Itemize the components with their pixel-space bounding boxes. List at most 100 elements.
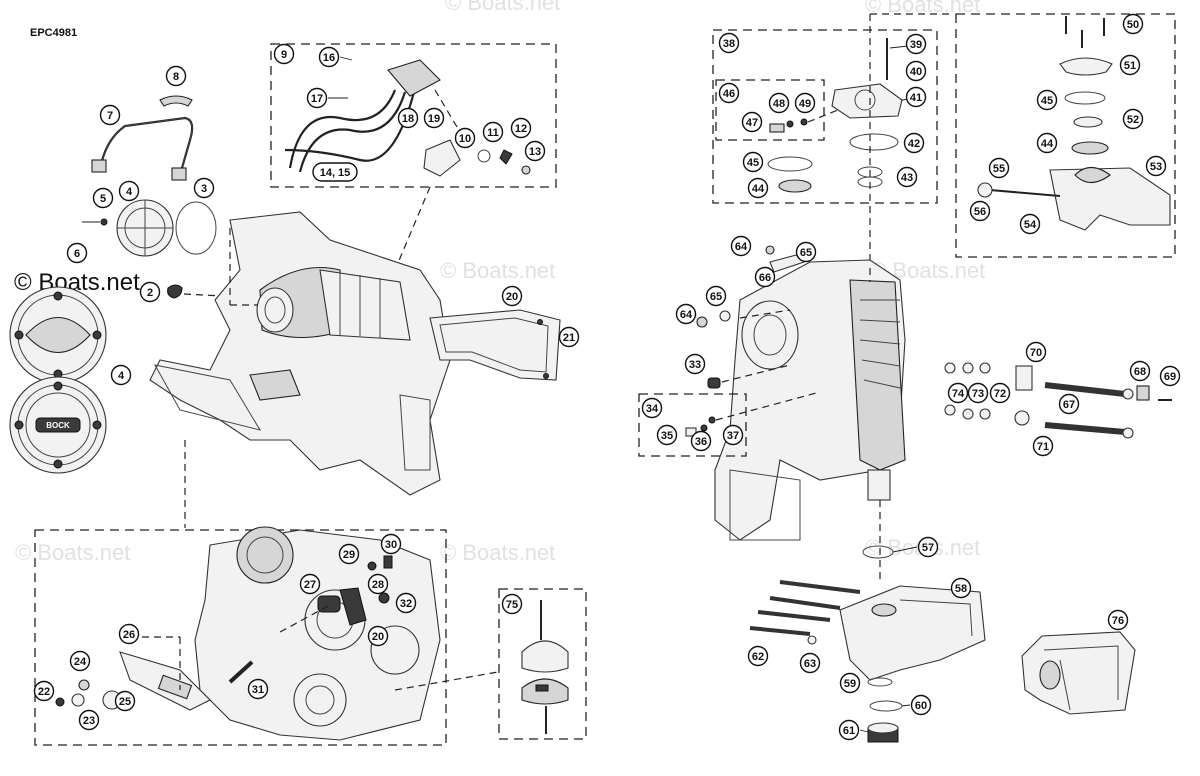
callout-label: 62 <box>752 651 764 663</box>
cover-4-large-bottom: BOCK <box>9 376 107 474</box>
bearings-42-45-44-43 <box>767 133 899 193</box>
callout-bubble <box>118 180 140 202</box>
callout-label: 71 <box>1037 441 1049 453</box>
callout-c19: 19 <box>423 107 445 129</box>
callout-c4a: 4 <box>118 180 140 202</box>
callout-bubble <box>69 650 91 672</box>
callout-bubble <box>1122 13 1144 35</box>
callout-label: 54 <box>1024 219 1037 231</box>
callout-label: 52 <box>1127 114 1139 126</box>
pivot-pins-67-74 <box>944 362 1172 439</box>
callout-label: 66 <box>759 272 771 284</box>
callout-label: 63 <box>804 658 816 670</box>
callout-bubble <box>380 533 402 555</box>
callout-label: 4 <box>118 370 125 382</box>
callout-c54: 54 <box>1019 213 1041 235</box>
cover-4-large-top <box>9 286 107 384</box>
callout-c63: 63 <box>799 652 821 674</box>
callout-c50: 50 <box>1122 13 1144 35</box>
callout-label: 68 <box>1134 366 1146 378</box>
callout-label: 70 <box>1030 347 1042 359</box>
callout-label: 27 <box>304 579 316 591</box>
callout-c43: 43 <box>896 166 918 188</box>
callout-label: 19 <box>428 113 440 125</box>
callout-label: 4 <box>126 186 133 198</box>
group-box-38 <box>712 29 938 204</box>
callout-bubble <box>110 364 132 386</box>
callout-label: 37 <box>727 430 739 442</box>
callout-bubble <box>454 127 476 149</box>
callout-bubble <box>501 593 523 615</box>
callout-label: 35 <box>661 430 673 442</box>
callout-c69: 69 <box>1159 365 1181 387</box>
callout-c64b: 64 <box>675 303 697 325</box>
callout-bubble <box>1159 365 1181 387</box>
callout-label: 6 <box>74 248 80 260</box>
callout-bubble <box>118 623 140 645</box>
callout-bubble <box>1107 609 1129 631</box>
callout-label: 2 <box>147 287 153 299</box>
callout-c58: 58 <box>950 577 972 599</box>
callout-label: 64 <box>735 241 748 253</box>
hose-assembly-7 <box>91 116 194 181</box>
screw-5-6 <box>82 218 108 226</box>
callout-label: 20 <box>506 291 518 303</box>
callout-bubble <box>306 87 328 109</box>
callout-c7: 7 <box>99 104 121 126</box>
callout-c28: 28 <box>367 573 389 595</box>
callout-bubble <box>838 719 860 741</box>
seal-ring-3 <box>175 201 217 255</box>
callout-c46: 46 <box>718 82 740 104</box>
callout-bubble <box>1025 341 1047 363</box>
transmission-housing-lower <box>194 526 441 741</box>
callout-label: 59 <box>844 678 856 690</box>
callout-label: 14, 15 <box>320 167 351 179</box>
callout-bubble <box>247 678 269 700</box>
callout-c60: 60 <box>910 694 932 716</box>
callout-c62: 62 <box>747 645 769 667</box>
callout-c48: 48 <box>768 92 790 114</box>
callout-bubble <box>705 285 727 307</box>
callout-bubble <box>917 536 939 558</box>
callout-label: 10 <box>459 133 471 145</box>
cover-4-small <box>116 199 174 257</box>
callout-bubble <box>905 86 927 108</box>
callout-label: 20 <box>372 631 384 643</box>
callout-c70: 70 <box>1025 341 1047 363</box>
engine-mount-assembly-left <box>149 211 451 496</box>
callout-bubble <box>718 32 740 54</box>
callout-label: 25 <box>119 696 131 708</box>
callout-c72: 72 <box>989 382 1011 404</box>
callout-label: 33 <box>689 359 701 371</box>
callout-label: 42 <box>908 138 920 150</box>
callout-label: 51 <box>1124 60 1136 72</box>
fitting-33 <box>707 377 721 389</box>
callout-label: 40 <box>910 66 922 78</box>
callout-c51: 51 <box>1119 54 1141 76</box>
callout-label: 58 <box>955 583 967 595</box>
wire-harness-14-15 <box>284 59 441 173</box>
callout-bubble <box>1129 360 1151 382</box>
callout-bubble <box>558 326 580 348</box>
callout-bubble <box>99 104 121 126</box>
callout-bubble <box>741 111 763 133</box>
callout-label: 67 <box>1063 399 1075 411</box>
group-box-50-56 <box>955 13 1176 258</box>
callout-label: 32 <box>400 598 412 610</box>
callout-bubble <box>1122 108 1144 130</box>
callout-c52: 52 <box>1122 108 1144 130</box>
callout-bubble <box>905 33 927 55</box>
watermark-bottom-left: © Boats.net <box>15 540 130 565</box>
callout-bubble <box>910 694 932 716</box>
callout-bubble <box>312 162 358 182</box>
housing-plate-41 <box>831 38 903 119</box>
gimbal-housing-assembly <box>714 259 906 541</box>
callout-bubble <box>795 241 817 263</box>
callout-c1415: 14, 15 <box>312 162 358 182</box>
watermark-top-right: © Boats.net <box>865 0 980 17</box>
callout-label: 8 <box>173 71 179 83</box>
callout-c29: 29 <box>338 543 360 565</box>
callout-label: 5 <box>100 193 106 205</box>
callout-label: 7 <box>107 110 113 122</box>
